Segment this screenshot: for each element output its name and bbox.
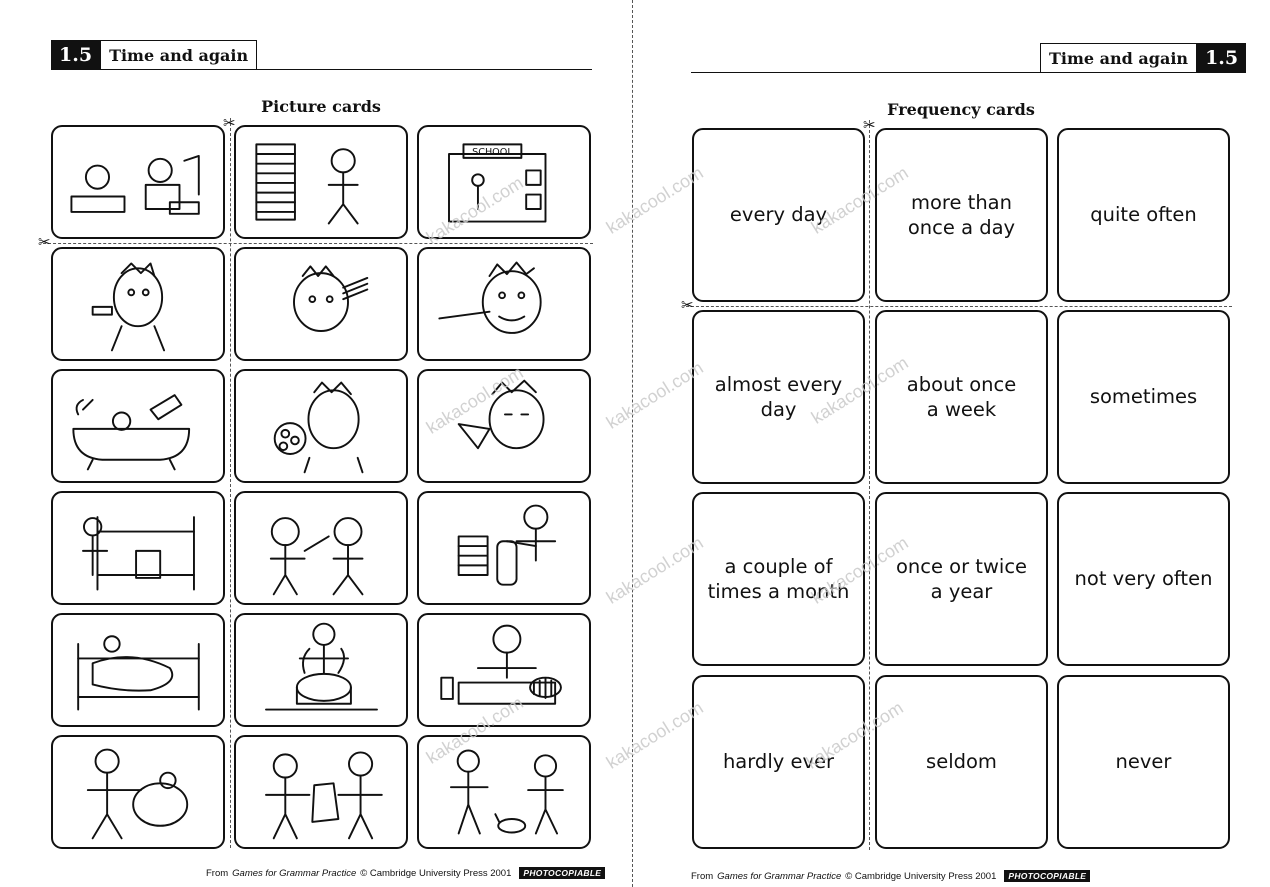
right-header: Time and again 1.5 xyxy=(1040,43,1247,73)
frequency-card: not very often xyxy=(1057,492,1230,666)
page-center-cut-line xyxy=(632,0,633,887)
picture-card xyxy=(234,491,408,605)
picture-card xyxy=(234,735,408,849)
cut-line-horizontal xyxy=(43,243,593,244)
picture-card xyxy=(417,735,591,849)
frequency-card: once or twice a year xyxy=(875,492,1048,666)
cooking-icon xyxy=(265,622,378,711)
left-page: 1.5 Time and again Picture cards ✂ ✂ SCH… xyxy=(0,0,632,887)
washing-dishes-icon xyxy=(440,624,562,705)
frequency-card-label: about once a week xyxy=(906,372,1017,421)
cut-line-vertical xyxy=(869,120,870,850)
dentist-icon xyxy=(269,517,364,596)
right-page: Time and again 1.5 Frequency cards ✂ ✂ e… xyxy=(634,0,1270,887)
walking-dog-icon xyxy=(449,749,564,835)
making-bed-icon xyxy=(82,516,195,591)
frequency-card: sometimes xyxy=(1057,310,1230,484)
picture-card xyxy=(417,613,591,727)
picture-card xyxy=(51,247,225,361)
footer-prefix: From xyxy=(206,867,229,879)
shaving-icon xyxy=(91,262,166,352)
frequency-card-label: seldom xyxy=(926,750,997,774)
frequency-card-label: not very often xyxy=(1074,567,1213,591)
header-rule xyxy=(691,72,1231,73)
frequency-card: about once a week xyxy=(875,310,1048,484)
picture-card xyxy=(51,613,225,727)
frequency-card: every day xyxy=(692,128,865,302)
scissors-icon: ✂ xyxy=(223,115,236,132)
frequency-card: quite often xyxy=(1057,128,1230,302)
shopping-bag-icon xyxy=(265,751,383,840)
taking-pills-icon xyxy=(273,381,364,474)
picture-card xyxy=(51,491,225,605)
footer-prefix: From xyxy=(691,870,714,882)
left-header: 1.5 Time and again xyxy=(51,40,258,70)
header-rule xyxy=(51,69,592,70)
footer-copyright: © Cambridge University Press 2001 xyxy=(360,867,512,879)
scissors-icon: ✂ xyxy=(863,117,876,134)
picture-card xyxy=(234,247,408,361)
section-title: Picture cards xyxy=(261,97,381,116)
picture-card xyxy=(417,247,591,361)
frequency-card: a couple of times a month xyxy=(692,492,865,666)
picture-card: SCHOOL xyxy=(417,125,591,239)
frequency-card: never xyxy=(1057,675,1230,849)
picture-card xyxy=(51,125,225,239)
bath-icon xyxy=(72,394,191,471)
picture-card xyxy=(51,369,225,483)
sleeping-in-bed-icon xyxy=(77,635,200,711)
footer-book-title: Games for Grammar Practice xyxy=(717,870,842,882)
hugging-icon xyxy=(86,748,189,840)
combing-hair-icon xyxy=(293,265,369,332)
picture-card xyxy=(417,491,591,605)
frequency-card: hardly ever xyxy=(692,675,865,849)
photocopiable-badge: PHOTOCOPIABLE xyxy=(519,867,606,879)
picture-card xyxy=(234,125,408,239)
svg-text:SCHOOL: SCHOOL xyxy=(472,147,513,158)
stack-of-papers-icon xyxy=(255,143,359,225)
section-title: Frequency cards xyxy=(887,100,1035,119)
frequency-card-label: once or twice a year xyxy=(895,554,1028,603)
frequency-card-label: quite often xyxy=(1090,203,1197,227)
unit-number: 1.5 xyxy=(1197,43,1247,73)
picture-card xyxy=(234,369,408,483)
scissors-icon: ✂ xyxy=(681,297,694,314)
cut-line-horizontal xyxy=(686,306,1232,307)
footer-book-title: Games for Grammar Practice xyxy=(232,867,357,879)
scissors-icon: ✂ xyxy=(38,234,51,251)
frequency-card-label: sometimes xyxy=(1089,385,1198,409)
picture-card xyxy=(234,613,408,727)
sneezing-icon xyxy=(457,379,545,450)
frequency-card: seldom xyxy=(875,675,1048,849)
photocopiable-badge: PHOTOCOPIABLE xyxy=(1004,870,1091,882)
left-footer: From Games for Grammar Practice © Cambri… xyxy=(206,867,606,879)
unit-number: 1.5 xyxy=(51,40,101,70)
unit-title: Time and again xyxy=(100,40,258,70)
cut-line-vertical xyxy=(230,118,231,848)
footer-copyright: © Cambridge University Press 2001 xyxy=(845,870,997,882)
right-footer: From Games for Grammar Practice © Cambri… xyxy=(691,870,1091,882)
frequency-card-label: every day xyxy=(729,203,828,227)
vacuuming-icon xyxy=(457,504,557,586)
frequency-card-label: never xyxy=(1115,750,1172,774)
frequency-card-label: almost every day xyxy=(714,372,843,421)
frequency-card: almost every day xyxy=(692,310,865,484)
frequency-card-label: hardly ever xyxy=(722,750,835,774)
frequency-card-label: a couple of times a month xyxy=(707,554,850,603)
unit-title: Time and again xyxy=(1040,43,1198,73)
reading-and-writing-icon xyxy=(70,154,200,215)
brushing-teeth-icon xyxy=(438,261,542,334)
school-gate-icon: SCHOOL xyxy=(448,143,547,223)
frequency-card-label: more than once a day xyxy=(907,190,1016,239)
frequency-card: more than once a day xyxy=(875,128,1048,302)
picture-card xyxy=(417,369,591,483)
picture-card xyxy=(51,735,225,849)
